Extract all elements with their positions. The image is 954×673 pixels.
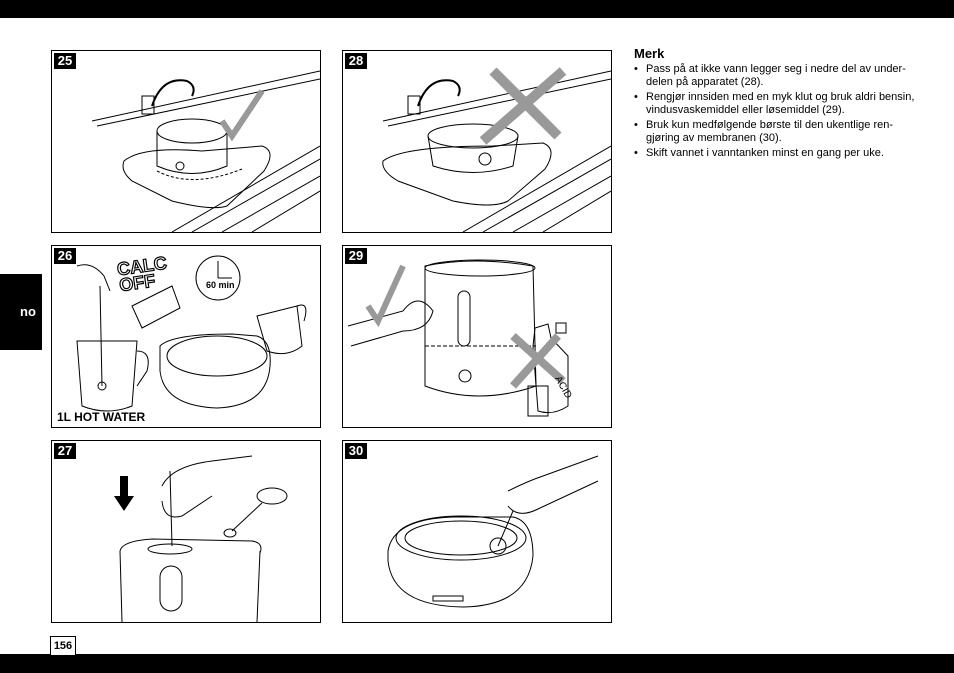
descaling-illustration [76, 255, 307, 412]
figure-29: ACID 29 [342, 245, 612, 428]
figure-25: 25 [51, 50, 321, 233]
figure-caption: 1L HOT WATER [57, 410, 146, 424]
figure-number: 29 [345, 248, 367, 264]
figure-number: 26 [54, 248, 76, 264]
sink-rinse-wrong-illustration [382, 67, 611, 232]
bottom-bar [0, 654, 954, 673]
note-section: Merk Pass på at ikke vann legger seg i n… [634, 47, 934, 162]
note-item: Rengjør innsiden med en myk klut og bruk… [634, 91, 934, 117]
brush-membrane-illustration [387, 455, 599, 608]
language-label: no [20, 304, 36, 319]
sink-rinse-illustration [91, 70, 320, 232]
figure-number: 30 [345, 443, 367, 459]
note-list: Pass på at ikke vann legger seg i nedre … [634, 63, 934, 160]
note-heading: Merk [634, 46, 665, 61]
top-bar [0, 0, 954, 18]
note-item: Bruk kun medfølgende børste til den uken… [634, 119, 934, 145]
language-tab: no [0, 274, 42, 350]
figure-number: 27 [54, 443, 76, 459]
page-number: 156 [50, 636, 76, 655]
figure-28: 28 [342, 50, 612, 233]
remove-filter-illustration [114, 455, 288, 622]
timer-label: 60 min [206, 280, 235, 290]
figure-number: 25 [54, 53, 76, 69]
figure-30: 30 [342, 440, 612, 623]
note-item: Skift vannet i vanntanken minst en gang … [634, 147, 934, 160]
figure-number: 28 [345, 53, 367, 69]
wipe-interior-illustration [347, 259, 569, 417]
note-item: Pass på at ikke vann legger seg i nedre … [634, 63, 934, 89]
figure-27: 27 [51, 440, 321, 623]
